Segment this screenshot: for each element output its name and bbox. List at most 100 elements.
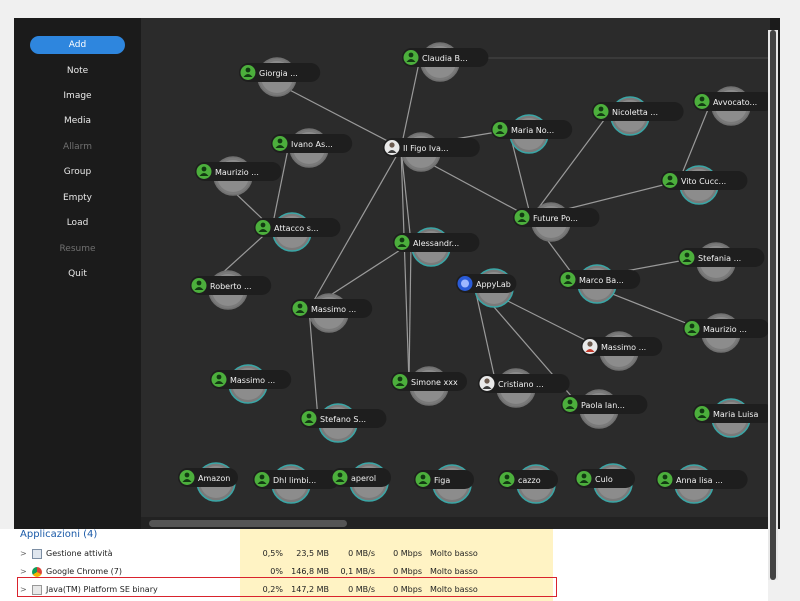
user-icon — [694, 406, 710, 421]
node-label: Roberto ... — [210, 282, 252, 291]
user-icon — [560, 272, 576, 287]
empty-button[interactable]: Empty — [62, 193, 93, 203]
node-label: Figa — [434, 476, 450, 485]
vertical-scrollbar-thumb[interactable] — [770, 30, 776, 580]
graph-node-marco[interactable]: Marco Ba... — [559, 264, 641, 304]
graph-node-culo[interactable]: Culo — [575, 463, 635, 503]
disk-cell: 0 MB/s — [333, 581, 379, 599]
graph-node-alessandro[interactable]: Alessandr... — [393, 227, 480, 267]
graph-node-anna[interactable]: Anna lisa ... — [656, 464, 748, 504]
java-icon — [32, 585, 42, 595]
expand-chevron-icon[interactable]: > — [20, 549, 27, 558]
user-icon — [415, 472, 431, 487]
user-icon — [394, 235, 410, 250]
edge-line — [400, 147, 410, 383]
node-label: Avvocato... — [713, 98, 757, 107]
node-label-pill — [414, 470, 474, 489]
graph-node-stefania[interactable]: Stefania ... — [678, 242, 765, 282]
graph-node-ivano[interactable]: Ivano As... — [271, 128, 353, 168]
node-label-pill — [592, 102, 684, 121]
node-label-pill — [402, 48, 489, 67]
user-icon — [392, 374, 408, 389]
graph-node-cazzo[interactable]: cazzo — [498, 464, 558, 504]
graph-node-massimo2[interactable]: Massimo ... — [581, 331, 663, 371]
load-button[interactable]: Load — [66, 218, 89, 228]
graph-node-claudia[interactable]: Claudia B... — [402, 42, 489, 82]
graph-node-figo[interactable]: Il Figo Iva... — [383, 132, 480, 172]
expand-chevron-icon[interactable]: > — [20, 567, 27, 576]
allarm-button[interactable]: Allarm — [63, 142, 92, 152]
node-label: Paola Ian... — [581, 401, 625, 410]
node-label: Stefano S... — [320, 415, 366, 424]
taskmgr-icon — [32, 549, 42, 559]
group-button[interactable]: Group — [63, 167, 92, 177]
graph-node-aperol[interactable]: aperol — [331, 462, 391, 502]
add-button[interactable]: Add — [30, 36, 125, 54]
quit-button[interactable]: Quit — [68, 269, 87, 279]
node-label-pill — [331, 468, 391, 487]
node-label: Claudia B... — [422, 54, 468, 63]
node-label-pill — [253, 470, 340, 489]
graph-node-figa[interactable]: Figa — [414, 464, 474, 504]
graph-canvas[interactable]: Claudia B... Giorgia ... Ivano As... Il Fig… — [141, 18, 770, 529]
node-label: Maurizio ... — [215, 168, 259, 177]
graph-node-maria-no[interactable]: Maria No... — [491, 114, 573, 154]
node-label-pill — [456, 274, 517, 293]
graph-node-massimo3[interactable]: Massimo ... — [210, 364, 292, 404]
media-button[interactable]: Media — [63, 116, 92, 126]
graph-node-avvocato[interactable]: Avvocato... — [693, 86, 770, 126]
group-title: Applicazioni (4) — [20, 529, 98, 540]
graph-node-vito[interactable]: Vito Cucc... — [661, 165, 748, 205]
graph-node-maurizio2[interactable]: Maurizio ... — [683, 313, 770, 353]
user-icon — [301, 411, 317, 426]
user-icon — [657, 472, 673, 487]
image-button[interactable]: Image — [63, 91, 92, 101]
graph-node-massimo1[interactable]: Massimo ... — [291, 293, 373, 333]
process-name: Java(TM) Platform SE binary — [46, 585, 158, 594]
graph-node-appylab[interactable]: AppyLab — [456, 268, 517, 308]
appylab-logo-icon — [457, 276, 473, 291]
graph-node-maurizio1[interactable]: Maurizio ... — [195, 156, 282, 196]
node-label-pill — [383, 138, 480, 157]
expand-chevron-icon[interactable]: > — [20, 585, 27, 594]
user-icon — [576, 471, 592, 486]
edge-line — [308, 308, 319, 420]
graph-node-attacco[interactable]: Attacco s... — [254, 212, 341, 252]
edge-line — [530, 111, 611, 219]
graph-node-cristiano[interactable]: Cristiano ... — [478, 368, 570, 408]
node-label-pill — [239, 63, 321, 82]
graph-node-stefano[interactable]: Stefano S... — [300, 403, 387, 443]
network-cell: 0 Mbps — [379, 581, 426, 599]
graph-node-future[interactable]: Future Po... — [513, 202, 600, 242]
graph-node-amazon[interactable]: Amazon — [178, 462, 238, 502]
cpu-cell: 0% — [240, 563, 287, 581]
note-button[interactable]: Note — [66, 66, 89, 76]
graph-node-giorgia[interactable]: Giorgia ... — [239, 57, 321, 97]
graph-svg[interactable]: Claudia B... Giorgia ... Ivano As... Il Fig… — [141, 18, 770, 517]
graph-node-maria-luisa[interactable]: Maria Luisa — [693, 398, 770, 438]
graph-node-nicoletta[interactable]: Nicoletta ... — [592, 96, 684, 136]
user-icon — [179, 470, 195, 485]
node-label-pill — [513, 208, 600, 227]
graph-node-simone[interactable]: Simone xxx — [391, 366, 467, 406]
user-icon — [196, 164, 212, 179]
user-icon — [255, 220, 271, 235]
avatar-photo-icon — [479, 376, 495, 391]
graph-node-roberto[interactable]: Roberto ... — [190, 270, 272, 310]
node-label: Massimo ... — [230, 376, 275, 385]
node-label: cazzo — [518, 476, 541, 485]
user-icon — [492, 122, 508, 137]
node-label-pill — [300, 409, 387, 428]
node-label: Nicoletta ... — [612, 108, 658, 117]
graph-node-dhl[interactable]: Dhl limbi... — [253, 464, 340, 504]
selected-row-highlight — [17, 577, 557, 597]
user-icon — [332, 470, 348, 485]
horizontal-scrollbar-thumb[interactable] — [149, 520, 347, 527]
node-label-pill — [491, 120, 573, 139]
node-label: Stefania ... — [698, 254, 741, 263]
resume-button[interactable]: Resume — [59, 244, 96, 254]
graph-node-paola[interactable]: Paola Ian... — [561, 389, 648, 429]
